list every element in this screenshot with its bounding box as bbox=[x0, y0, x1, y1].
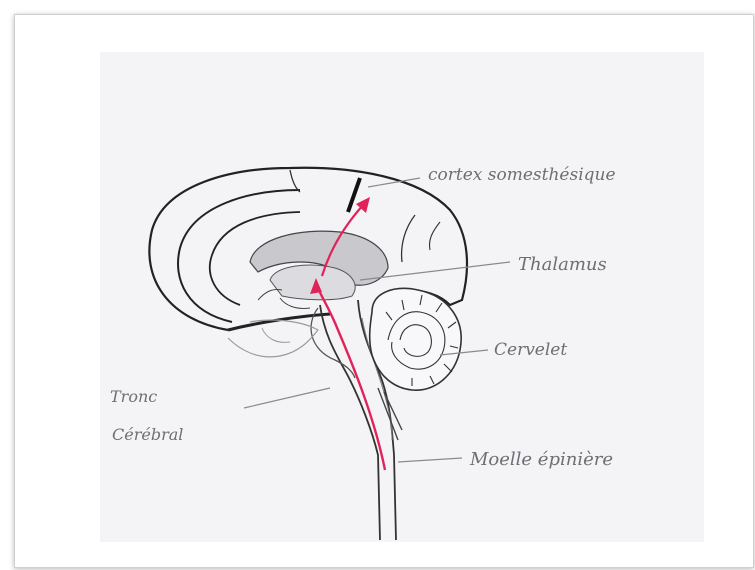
leader-line-moelle bbox=[398, 458, 462, 462]
hypothalamus-sketch bbox=[262, 328, 290, 342]
central-sulcus bbox=[348, 178, 360, 212]
label-thalamus: Thalamus bbox=[518, 254, 607, 275]
label-cortex: cortex somesthésique bbox=[428, 165, 616, 185]
label-tronc-line1: Tronc bbox=[110, 387, 157, 406]
sulcus-line bbox=[290, 170, 300, 192]
label-tronc-line2: Cérébral bbox=[112, 425, 183, 444]
sulcus-line bbox=[429, 222, 440, 250]
thalamus-region bbox=[270, 265, 355, 300]
label-moelle: Moelle épinière bbox=[469, 449, 613, 470]
label-cervelet: Cervelet bbox=[494, 340, 567, 360]
hemisphere-base bbox=[228, 314, 330, 330]
leader-line-tronc bbox=[244, 388, 330, 408]
sulcus-line bbox=[402, 215, 415, 262]
